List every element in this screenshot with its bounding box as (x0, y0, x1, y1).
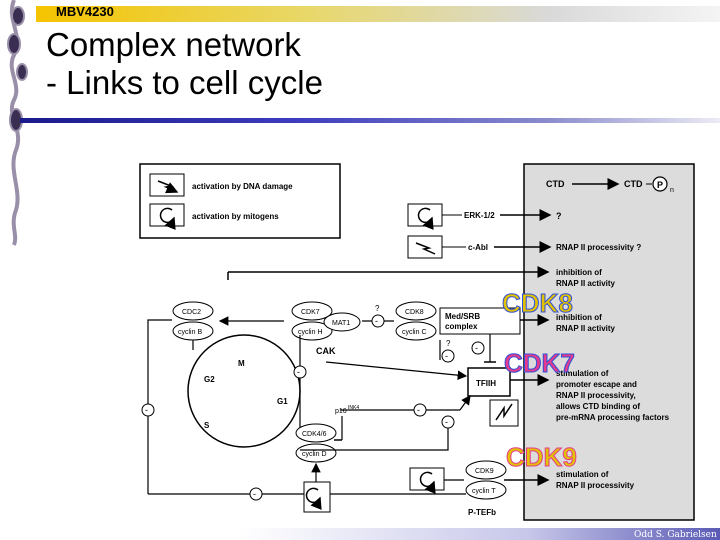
minus-p16: - (417, 405, 420, 415)
ctd-label: CTD (546, 179, 565, 189)
stim2-line1: stimulation of (556, 470, 609, 479)
top-bar (36, 6, 720, 22)
phase-s: S (204, 421, 210, 430)
course-code: MBV4230 (56, 4, 114, 19)
cdk7-label: CDK7 (301, 309, 320, 316)
minus-cdk8-cdk7: - (375, 316, 378, 326)
tfiih-box (467, 367, 511, 397)
mat1-label: MAT1 (332, 320, 350, 327)
cdk9-badge-text: CDK9 (506, 442, 577, 472)
ptefb-label: P-TEFb (468, 508, 496, 517)
stim1-line4: allows CTD binding of (556, 402, 640, 411)
cyclinH-label: cyclin H (298, 329, 323, 336)
medsrb-line1: Med/SRB (445, 312, 480, 321)
cdk8-label: CDK8 (405, 309, 424, 316)
minus-medsrb-tfiih: - (475, 343, 478, 353)
minus-cdk8-tfiih: - (445, 351, 448, 361)
cyclinC-label: cyclin C (402, 329, 427, 336)
phase-g1: G1 (277, 397, 288, 406)
ink4-label: INK4 (348, 405, 359, 411)
inhib2-line2: RNAP II activity (556, 324, 616, 333)
tfiih-label: TFIIH (476, 379, 496, 388)
stim2-line2: RNAP II processivity (556, 481, 635, 490)
stim1-line1: stimulation of (556, 369, 609, 378)
inhib2-line1: inhibition of (556, 313, 602, 322)
erk-label: ERK-1/2 (464, 211, 495, 220)
title-line-1: Complex network (46, 26, 301, 63)
cyclinB-label: cyclin B (178, 329, 202, 336)
phase-m: M (238, 359, 245, 368)
cdk8-badge: CDK8 (502, 288, 574, 319)
ctd-label-2: CTD (624, 179, 643, 189)
cycle-arrow-icon (159, 207, 176, 230)
phospho-n: n (670, 187, 674, 194)
minus-bottom-loop: - (253, 489, 256, 499)
cdk9-damage-box (489, 399, 519, 427)
legend-box: activation by DNA damage activation by m… (139, 163, 341, 239)
medsrb-line2: complex (445, 322, 478, 331)
stim1-line2: promoter escape and (556, 380, 637, 389)
cdk8-badge-text: CDK8 (502, 288, 573, 318)
lightning-icon (157, 180, 179, 194)
cdc2-complex: CDC2 cyclin B (172, 301, 214, 341)
stim1-line3: RNAP II processivity, (556, 391, 636, 400)
cdk7-badge-text: CDK7 (504, 348, 575, 378)
slide-title: Complex network - Links to cell cycle (46, 26, 323, 102)
legend-mitogens: activation by mitogens (192, 212, 279, 221)
cdk7-badge: CDK7 (504, 348, 576, 379)
bottom-bar (240, 528, 720, 540)
cdk9-complex: CDK9 cyclin T P-TEFb (465, 460, 507, 517)
cell-cycle: M G2 G1 S (187, 334, 301, 448)
phospho-circle (652, 176, 668, 192)
inhib1-line2: RNAP II activity (556, 279, 616, 288)
title-line-2: - Links to cell cycle (46, 64, 323, 101)
cdk7-complex: CDK7 cyclin H MAT1 CAK (291, 301, 361, 356)
phase-g2: G2 (204, 375, 215, 384)
cdk9-label: CDK9 (475, 468, 494, 475)
inhib1-line1: inhibition of (556, 268, 602, 277)
cabl-label: c-Abl (468, 243, 488, 252)
rnap-processivity-q: RNAP II processivity ? (556, 243, 641, 252)
cdk9-badge: CDK9 (506, 442, 578, 473)
legend-damage: activation by DNA damage (192, 182, 293, 191)
minus-cak-cycle: - (297, 367, 300, 377)
medsrb-box (439, 307, 521, 335)
title-underline (20, 118, 720, 123)
q-cdk8-cdk7: ? (375, 304, 380, 313)
cdk46-complex: CDK4/6 cyclin D (295, 423, 337, 463)
stim1-line5: pre-mRNA processing factors (556, 413, 670, 422)
cyclinD-label: cyclin D (302, 451, 327, 458)
footer-author: Odd S. Gabrielsen (634, 530, 717, 540)
cycle-mitogen-box (303, 481, 331, 513)
erk-target-q: ? (556, 211, 562, 221)
cdk8-complex: CDK8 cyclin C (395, 301, 437, 341)
cdc2-label: CDC2 (182, 309, 201, 316)
right-panel (523, 163, 695, 521)
phospho-p: P (657, 180, 663, 190)
q-cdk8-tfiih: ? (446, 339, 451, 348)
decorative-vine (7, 0, 28, 246)
minus-tfiih-loop: - (445, 417, 448, 427)
cyclinT-label: cyclin T (472, 488, 496, 495)
p16-label: p16 (335, 408, 347, 415)
cdk46-label: CDK4/6 (302, 431, 327, 438)
minus-left-loop: - (145, 405, 148, 415)
cak-label: CAK (316, 346, 336, 356)
